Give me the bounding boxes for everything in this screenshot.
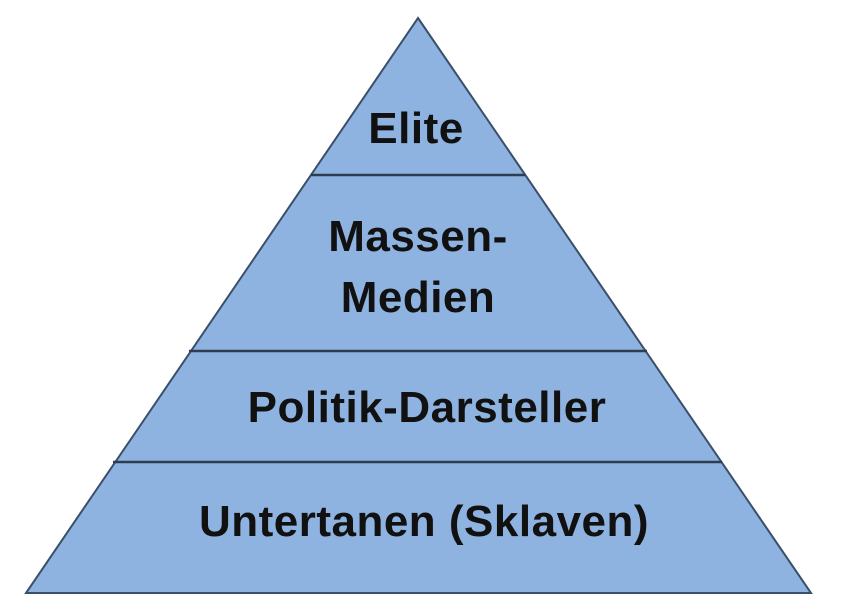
tier-elite-label: Elite — [368, 104, 463, 153]
pyramid-shape — [24, 16, 813, 594]
tier-elite: Elite — [368, 104, 463, 153]
tier-politik-darsteller: Politik-Darsteller — [248, 383, 607, 432]
tier-politik-darsteller-label: Politik-Darsteller — [248, 383, 607, 432]
tier-massenmedien-label-line2: Medien — [341, 273, 496, 322]
tier-untertanen: Untertanen (Sklaven) — [199, 497, 649, 546]
tier-massenmedien: Massen- Medien — [328, 212, 508, 322]
tier-massenmedien-label-line1: Massen- — [328, 212, 508, 261]
tier-untertanen-label: Untertanen (Sklaven) — [199, 497, 649, 546]
